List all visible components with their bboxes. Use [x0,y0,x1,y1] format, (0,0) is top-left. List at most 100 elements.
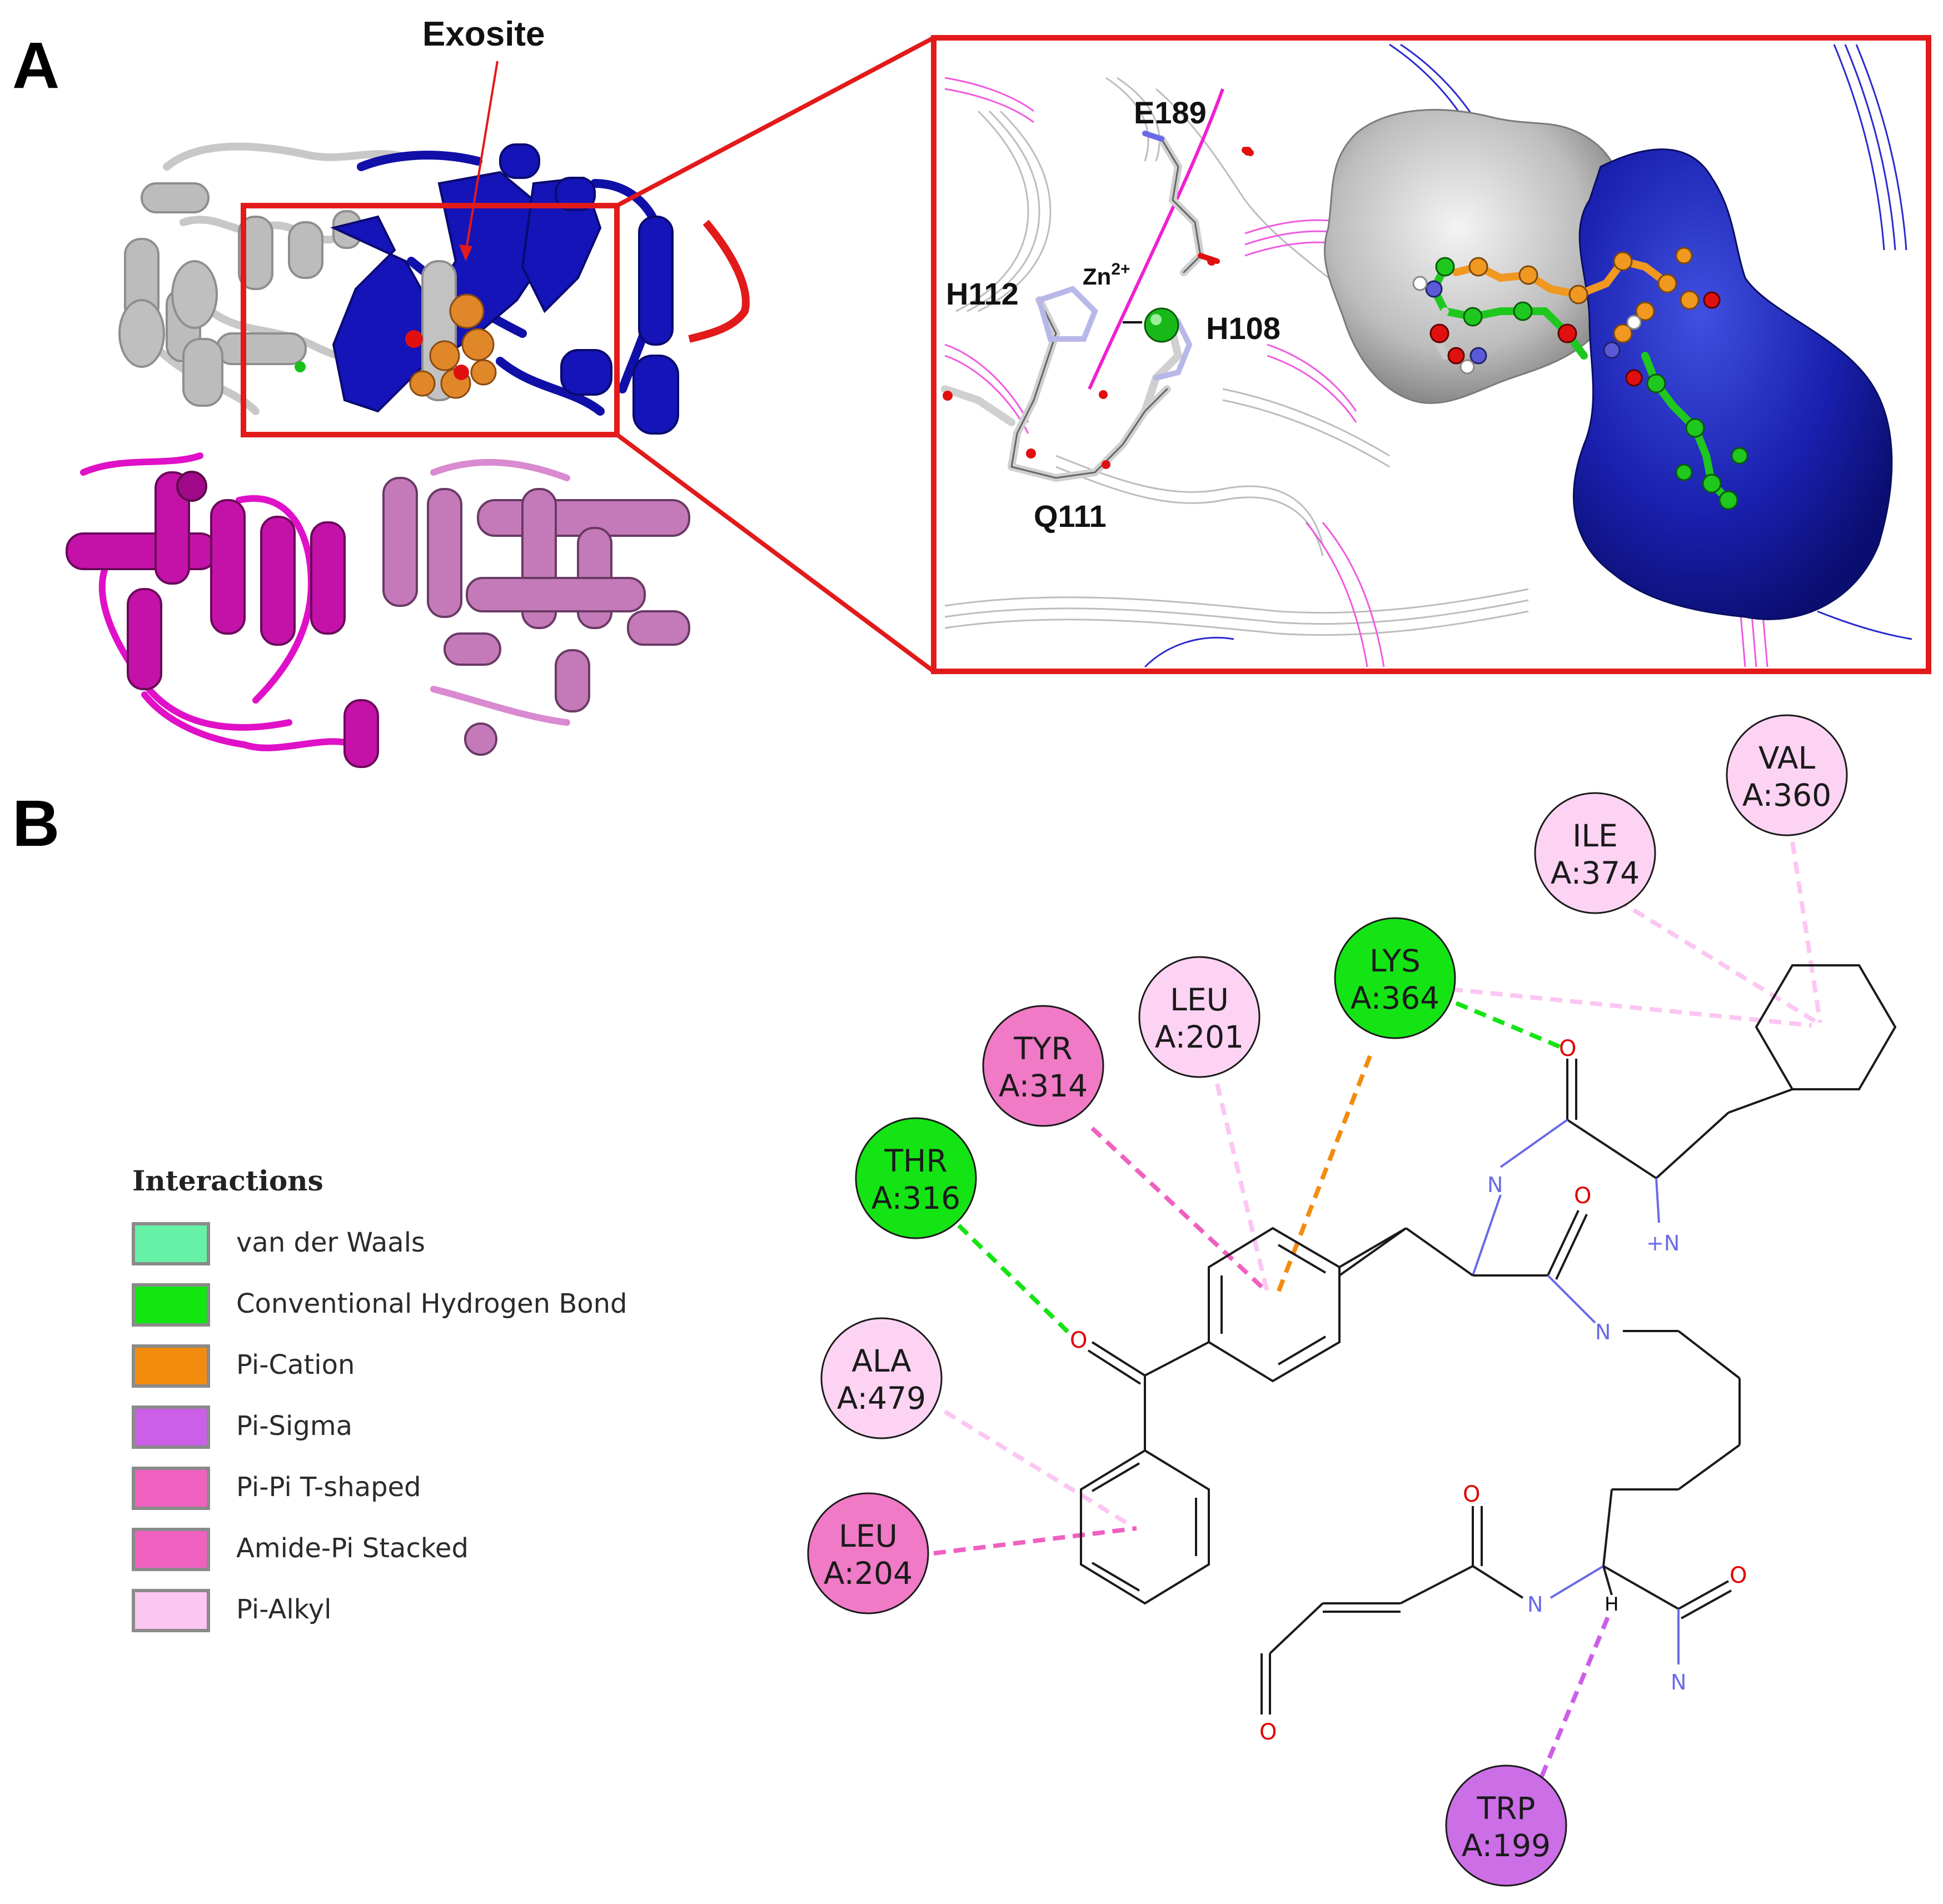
legend-swatch [132,1589,210,1632]
residue-id: A:364 [1351,980,1439,1016]
atom-o-lower-amide: O [1463,1482,1480,1507]
legend-swatch [132,1222,210,1265]
line-val360-pi-alkyl [1790,841,1822,1023]
label-h108: H108 [1206,311,1281,346]
exosite-arrow [465,61,499,253]
gray-surface [1323,109,1622,404]
residue-id: A:316 [871,1180,960,1216]
residue-name: THR [884,1143,947,1179]
legend-item: van der Waals [132,1222,425,1265]
panel-a-letter: A [12,29,59,102]
legend-label: Pi-Cation [236,1349,355,1380]
zoom-connector-bottom [615,432,935,674]
residue-name: ILE [1572,818,1618,854]
legend-label: Amide-Pi Stacked [236,1533,469,1564]
legend-item: Pi-Alkyl [132,1589,332,1632]
residue-circle [855,1117,977,1239]
legend-item: Amide-Pi Stacked [132,1528,469,1571]
legend-item: Pi-Cation [132,1344,355,1388]
atom-o-cterm: O [1730,1563,1747,1588]
legend-swatch [132,1283,210,1327]
atom-n-plus: +N [1646,1231,1680,1255]
residue-name: VAL [1758,740,1816,776]
residue-name: TRP [1477,1791,1536,1826]
atom-o-amide: O [1574,1183,1591,1209]
label-q111: Q111 [1034,499,1107,534]
label-zn: Zn2+ [1083,260,1130,290]
legend-label: van der Waals [236,1227,425,1258]
selection-box [241,203,620,437]
residue-id: A:314 [999,1068,1088,1104]
line-leu201-pi-alkyl [1215,1083,1269,1293]
residue-id: A:199 [1462,1828,1551,1863]
atom-o-top: O [1559,1036,1576,1061]
atom-n-backbone: N [1595,1320,1611,1344]
residue-circle [1445,1765,1567,1887]
residue-circle [1534,792,1656,914]
legend-swatch [132,1344,210,1388]
line-lys364-hbond [1455,1001,1562,1049]
line-thr316-hbond [957,1224,1072,1335]
legend-title: Interactions [132,1164,323,1197]
residue-name: LYS [1369,943,1421,979]
legend-swatch [132,1405,210,1449]
zoom-inset-frame [931,35,1931,674]
residue-name: LEU [839,1518,898,1554]
residue-id: A:479 [837,1380,926,1416]
residue-circle [1138,956,1261,1078]
label-e189: E189 [1134,95,1207,130]
legend-label: Pi-Pi T-shaped [236,1472,421,1503]
residue-id: A:201 [1155,1019,1244,1055]
zoom-connector-top [616,36,935,208]
line-tyr314-pi-pi [1090,1127,1266,1291]
atom-n-ring: N [1487,1173,1503,1197]
line-trp199-pi-sigma [1532,1613,1611,1796]
residue-circle [807,1492,929,1614]
legend-label: Conventional Hydrogen Bond [236,1288,627,1319]
atom-o-ketone: O [1070,1328,1087,1353]
residue-circle [1334,917,1456,1039]
atom-o-aldehyde: O [1259,1719,1277,1745]
legend-swatch [132,1467,210,1510]
residue-circle [1726,714,1848,836]
panel-b-letter: B [12,787,59,860]
line-ile374-pi-alkyl [1598,887,1819,1025]
residue-id: A:360 [1742,777,1831,813]
legend-label: Pi-Alkyl [236,1594,332,1625]
line-lys364-pi-alkyl [1450,987,1812,1028]
zoom-inset: E189 H112 Zn2+ H108 Q111 [934,38,1929,671]
line-leu204-amide-pi [933,1526,1137,1556]
protein-structure-cartoon [66,142,750,768]
legend-item: Pi-Pi T-shaped [132,1467,421,1510]
residue-name: ALA [851,1343,911,1379]
legend-item: Conventional Hydrogen Bond [132,1283,627,1327]
atom-h-alpha: H [1605,1593,1619,1616]
line-ala479-pi-alkyl [943,1409,1133,1528]
label-h112: H112 [946,276,1019,311]
residue-discs: VALA:360ILEA:374LYSA:364LEUA:201TYRA:314… [807,714,1848,1887]
residue-id: A:204 [824,1556,913,1591]
legend-item: Pi-Sigma [132,1405,352,1449]
residue-circle [820,1317,943,1439]
exosite-label: Exosite [422,15,545,53]
legend-label: Pi-Sigma [236,1410,352,1442]
blue-surface [1573,148,1893,620]
residue-name: TYR [1013,1031,1072,1066]
exosite-arrowhead [459,245,472,261]
legend-swatch [132,1528,210,1571]
ligand-2d-structure [1080,964,1897,1714]
residue-circle [982,1005,1104,1127]
atom-labels: O O O O O O N +N N N N H [1070,1036,1747,1745]
atom-n-lower: N [1527,1592,1543,1617]
atom-n-cterm: N [1671,1670,1686,1694]
